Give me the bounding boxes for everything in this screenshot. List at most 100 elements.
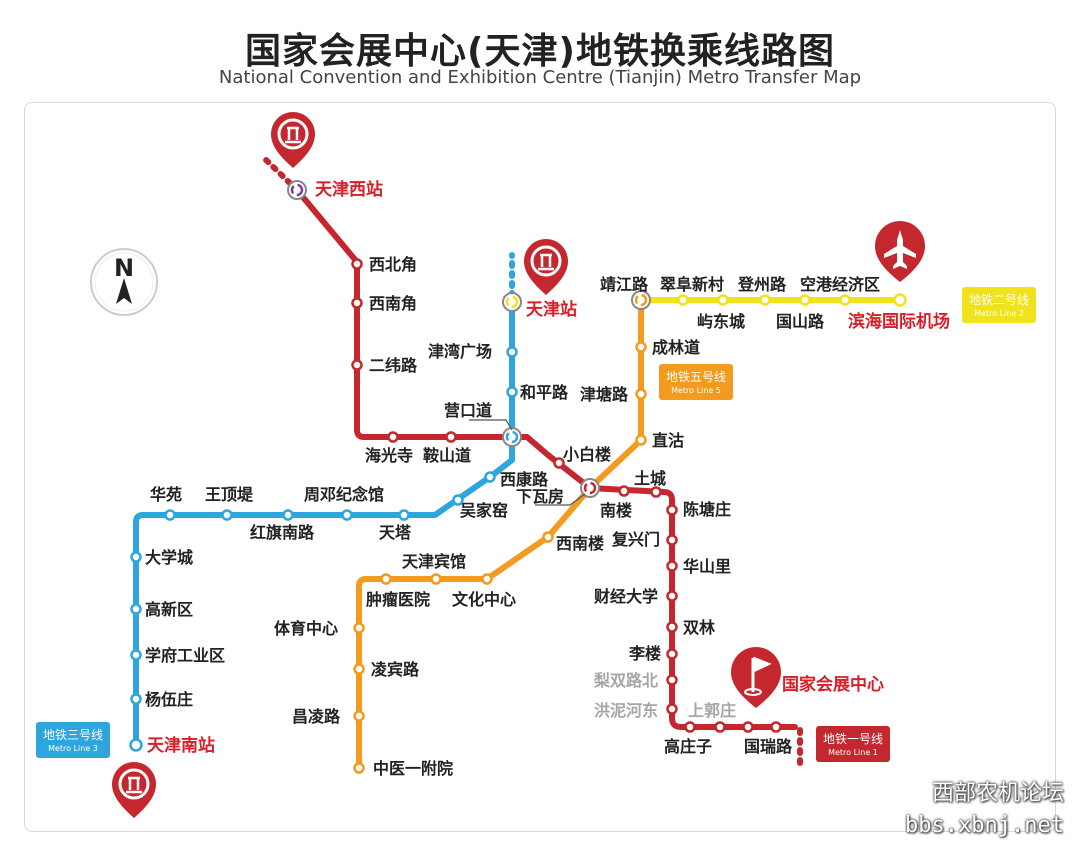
line1-badge-name-en: Metro Line 1 bbox=[828, 748, 878, 757]
station-label: 上郭庄 bbox=[688, 701, 736, 720]
station-dot[interactable] bbox=[839, 294, 851, 306]
station-dot[interactable] bbox=[130, 693, 142, 705]
station-label: 天津站 bbox=[526, 299, 577, 320]
station-label: 小白楼 bbox=[563, 445, 611, 464]
station-dot[interactable] bbox=[130, 603, 142, 615]
station-label: 天津南站 bbox=[147, 735, 215, 756]
station-dot[interactable] bbox=[635, 388, 647, 400]
station-label: 天津西站 bbox=[315, 179, 383, 200]
station-dot[interactable] bbox=[759, 294, 771, 306]
station-dot[interactable] bbox=[129, 738, 143, 752]
station-label: 天塔 bbox=[379, 523, 412, 542]
station-dot[interactable] bbox=[164, 509, 176, 521]
station-dot[interactable] bbox=[666, 504, 678, 516]
station-dot[interactable] bbox=[666, 703, 678, 715]
station-dot[interactable] bbox=[353, 710, 365, 722]
station-dot[interactable] bbox=[666, 534, 678, 546]
station-dot[interactable] bbox=[893, 293, 907, 307]
compass-icon bbox=[90, 248, 158, 316]
transfer-station-tianjin[interactable] bbox=[502, 292, 522, 312]
station-label: 南楼 bbox=[600, 501, 632, 520]
page-subtitle: National Convention and Exhibition Centr… bbox=[218, 67, 862, 88]
station-dot[interactable] bbox=[452, 494, 464, 506]
station-dot[interactable] bbox=[770, 721, 782, 733]
station-dot[interactable] bbox=[445, 431, 457, 443]
station-dot[interactable] bbox=[666, 674, 678, 686]
station-dot[interactable] bbox=[387, 431, 399, 443]
watermark: 西部农机论坛 bbs.xbnj.net bbox=[905, 778, 1064, 842]
station-label: 西南楼 bbox=[556, 534, 604, 553]
station-dot[interactable] bbox=[799, 294, 811, 306]
station-dot[interactable] bbox=[353, 663, 365, 675]
line5-badge-name-en: Metro Line 5 bbox=[671, 386, 721, 395]
railway-station-icon bbox=[112, 762, 156, 818]
watermark-line: 西部农机论坛 bbox=[931, 781, 1064, 806]
station-label: 和平路 bbox=[520, 383, 569, 402]
station-dot[interactable] bbox=[635, 434, 647, 446]
transfer-station-tianjin-west[interactable] bbox=[287, 180, 307, 200]
station-dot[interactable] bbox=[635, 341, 647, 353]
transfer-station-yingkoudao[interactable] bbox=[502, 427, 522, 447]
station-label: 复兴门 bbox=[611, 530, 660, 549]
station-dot[interactable] bbox=[481, 573, 493, 585]
line3-badge-name-en: Metro Line 3 bbox=[48, 744, 98, 753]
station-dot[interactable] bbox=[714, 721, 726, 733]
station-dot[interactable] bbox=[341, 509, 353, 521]
line2-badge: 地铁二号线 Metro Line 2 bbox=[962, 287, 1036, 323]
station-label: 文化中心 bbox=[452, 590, 516, 609]
airport-icon bbox=[875, 221, 925, 282]
station-dot[interactable] bbox=[351, 297, 363, 309]
station-dot[interactable] bbox=[353, 762, 365, 774]
station-label: 二纬路 bbox=[369, 356, 418, 375]
station-dot[interactable] bbox=[380, 573, 392, 585]
station-dot[interactable] bbox=[666, 648, 678, 660]
station-label: 下瓦房 bbox=[516, 487, 564, 506]
station-label: 昌凌路 bbox=[292, 707, 341, 726]
expo-flag-icon bbox=[731, 647, 781, 708]
station-dot[interactable] bbox=[666, 621, 678, 633]
station-dot[interactable] bbox=[484, 471, 496, 483]
station-label: 鞍山道 bbox=[423, 446, 471, 465]
line3-route bbox=[133, 299, 515, 748]
station-dot[interactable] bbox=[353, 622, 365, 634]
station-label: 华苑 bbox=[150, 485, 182, 504]
station-dot[interactable] bbox=[351, 258, 363, 270]
station-label: 津湾广场 bbox=[428, 342, 492, 361]
station-label: 李楼 bbox=[628, 644, 661, 663]
station-label: 高新区 bbox=[145, 600, 193, 619]
station-dot[interactable] bbox=[130, 551, 142, 563]
map-panel bbox=[24, 102, 1056, 832]
station-dot[interactable] bbox=[398, 509, 410, 521]
line5-badge-name: 地铁五号线 bbox=[666, 370, 726, 384]
station-label: 海光寺 bbox=[365, 446, 413, 465]
transfer-station-xiawafang[interactable] bbox=[580, 478, 600, 498]
station-dot[interactable] bbox=[130, 649, 142, 661]
station-label: 翠阜新村 bbox=[660, 275, 724, 294]
station-label: 西北角 bbox=[369, 255, 417, 274]
station-label: 王顶堤 bbox=[205, 485, 254, 504]
station-dot[interactable] bbox=[221, 509, 233, 521]
station-dot[interactable] bbox=[351, 359, 363, 371]
station-dot[interactable] bbox=[506, 346, 518, 358]
station-label: 凌宾路 bbox=[371, 660, 420, 679]
station-dot[interactable] bbox=[506, 386, 518, 398]
station-dot[interactable] bbox=[618, 485, 630, 497]
station-dot[interactable] bbox=[666, 560, 678, 572]
station-label: 登州路 bbox=[737, 275, 787, 294]
station-dot[interactable] bbox=[542, 531, 554, 543]
line1-route bbox=[294, 187, 798, 730]
station-dot[interactable] bbox=[742, 721, 754, 733]
station-dot[interactable] bbox=[282, 509, 294, 521]
station-dot[interactable] bbox=[430, 573, 442, 585]
station-dot[interactable] bbox=[684, 721, 696, 733]
station-dot[interactable] bbox=[666, 590, 678, 602]
station-label: 梨双路北 bbox=[593, 671, 658, 690]
transfer-station-jingjianglu[interactable] bbox=[631, 290, 651, 310]
station-dot[interactable] bbox=[717, 294, 729, 306]
line5-route bbox=[356, 297, 644, 771]
station-dot[interactable] bbox=[650, 486, 662, 498]
station-label: 双林 bbox=[683, 618, 715, 637]
station-dot[interactable] bbox=[677, 294, 689, 306]
station-dot[interactable] bbox=[553, 457, 565, 469]
station-label: 周邓纪念馆 bbox=[304, 485, 384, 504]
